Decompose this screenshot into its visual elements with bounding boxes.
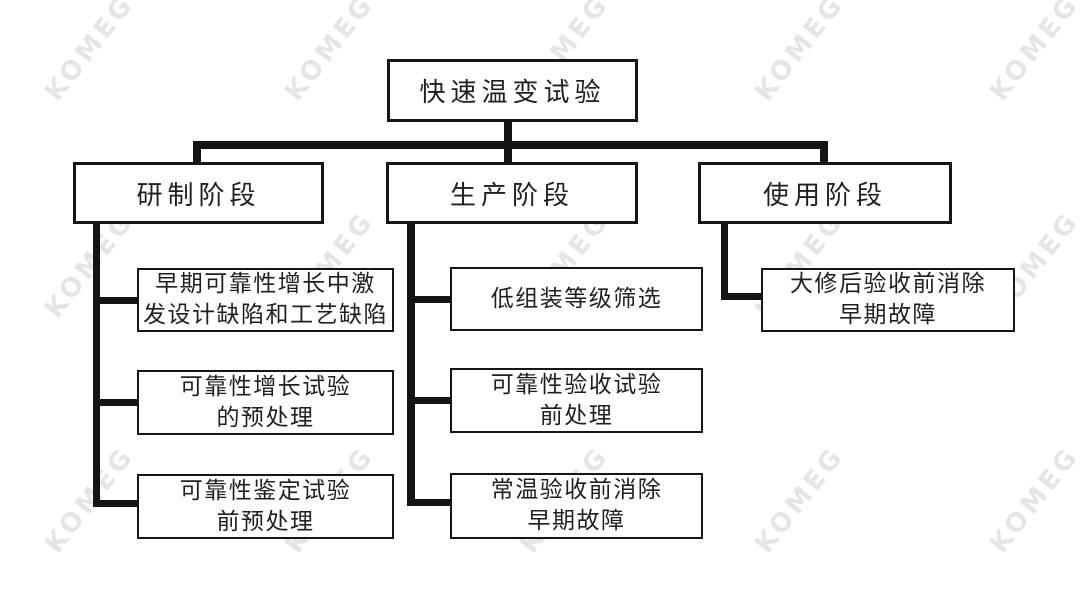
node-label: 可靠性鉴定试验 前预处理 xyxy=(179,477,352,535)
watermark-text: KOMEG xyxy=(39,0,141,107)
watermark-text: KOMEG xyxy=(749,441,851,559)
connector-stub xyxy=(96,500,137,507)
root-node-rapid-temp-change-test: 快速温变试验 xyxy=(387,59,638,122)
watermark-text: KOMEG xyxy=(749,0,851,107)
leaf-node-early-reliability-growth: 早期可靠性增长中激 发设计缺陷和工艺缺陷 xyxy=(137,268,394,332)
node-label: 使用阶段 xyxy=(762,180,887,211)
watermark-text: KOMEG xyxy=(279,0,381,107)
connector-drop-development xyxy=(193,145,201,165)
node-label: 低组装等级筛选 xyxy=(490,285,663,312)
watermark-text: KOMEG xyxy=(984,441,1080,559)
leaf-node-overhaul-acceptance-early-failure: 大修后验收前消除 早期故障 xyxy=(761,268,1015,332)
node-label: 常温验收前消除 早期故障 xyxy=(490,477,663,534)
node-label: 快速温变试验 xyxy=(419,78,606,108)
node-label: 可靠性增长试验 的预处理 xyxy=(179,373,352,431)
connector-stub xyxy=(96,399,137,406)
connector-drop-production xyxy=(504,145,512,165)
phase-node-production: 生产阶段 xyxy=(386,162,638,224)
connector-stub xyxy=(411,296,450,303)
connector-root-trunk xyxy=(504,120,512,145)
connector-stub xyxy=(96,297,137,304)
connector-trunk-usage xyxy=(721,224,728,300)
leaf-node-low-assembly-screening: 低组装等级筛选 xyxy=(450,267,703,331)
node-label: 可靠性验收试验 前处理 xyxy=(490,371,663,429)
node-label: 早期可靠性增长中激 发设计缺陷和工艺缺陷 xyxy=(143,271,388,328)
connector-stub xyxy=(411,397,450,404)
phase-node-usage: 使用阶段 xyxy=(698,162,952,224)
connector-trunk-development xyxy=(93,222,100,507)
leaf-node-acceptance-test-pretreatment: 可靠性验收试验 前处理 xyxy=(450,368,703,433)
watermark-text: KOMEG xyxy=(984,0,1080,107)
connector-drop-usage xyxy=(820,145,828,165)
leaf-node-growth-test-pretreatment: 可靠性增长试验 的预处理 xyxy=(137,370,394,435)
phase-node-development: 研制阶段 xyxy=(73,162,324,224)
connector-stub xyxy=(411,499,450,506)
connector-stub xyxy=(724,293,761,300)
node-label: 大修后验收前消除 早期故障 xyxy=(790,271,986,328)
leaf-node-qualification-test-pretreatment: 可靠性鉴定试验 前预处理 xyxy=(137,474,394,539)
leaf-node-ambient-acceptance-early-failure: 常温验收前消除 早期故障 xyxy=(450,473,703,539)
connector-trunk-production xyxy=(407,224,415,506)
node-label: 生产阶段 xyxy=(449,180,574,211)
node-label: 研制阶段 xyxy=(136,180,261,211)
